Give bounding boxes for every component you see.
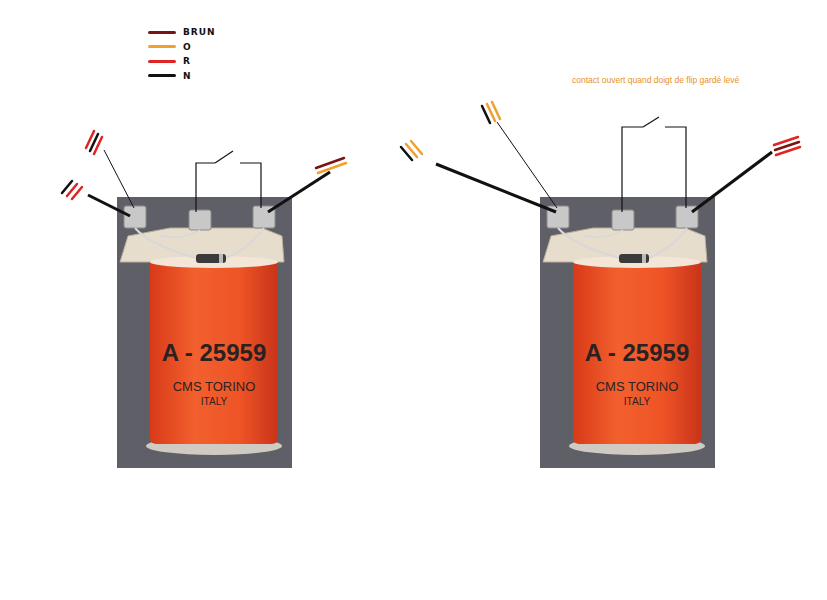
legend-swatch <box>148 74 176 77</box>
wire <box>436 164 556 212</box>
wire <box>268 172 330 212</box>
country: ITALY <box>201 397 227 407</box>
legend-text: O <box>183 42 192 52</box>
wire <box>497 122 557 208</box>
legend-swatch <box>148 45 176 48</box>
part-number: A - 25959 <box>162 341 267 365</box>
legend-row: O <box>148 42 192 52</box>
wire-color-marker <box>482 102 500 123</box>
switch-wire <box>665 127 686 208</box>
switch-lever <box>215 151 233 163</box>
right-coil <box>540 197 715 468</box>
wire-color-marker <box>774 137 800 155</box>
wire-color-marker <box>86 131 102 154</box>
wire-color-marker <box>316 158 346 173</box>
wire <box>88 195 130 216</box>
legend-swatch <box>148 60 176 63</box>
legend-text: N <box>183 71 192 81</box>
wire <box>692 152 772 212</box>
legend-text: BRUN <box>183 27 216 37</box>
legend-row: R <box>148 56 191 66</box>
switch-wire <box>622 127 643 212</box>
wire-color-marker <box>401 141 422 160</box>
switch-wire <box>240 163 261 208</box>
wire <box>104 150 134 208</box>
maker-name: CMS TORINO <box>173 380 256 393</box>
legend-row: N <box>148 71 192 81</box>
wire-color-marker <box>62 181 82 199</box>
switch-wire <box>196 163 215 212</box>
switch-lever <box>643 117 659 127</box>
country: ITALY <box>624 397 650 407</box>
legend-row: BRUN <box>148 27 216 37</box>
maker-name: CMS TORINO <box>596 380 679 393</box>
legend-swatch <box>148 31 176 34</box>
left-coil <box>117 197 292 468</box>
part-number: A - 25959 <box>585 341 690 365</box>
legend-text: R <box>183 56 191 66</box>
note: contact ouvert quand doigt de flip gardé… <box>572 76 739 85</box>
